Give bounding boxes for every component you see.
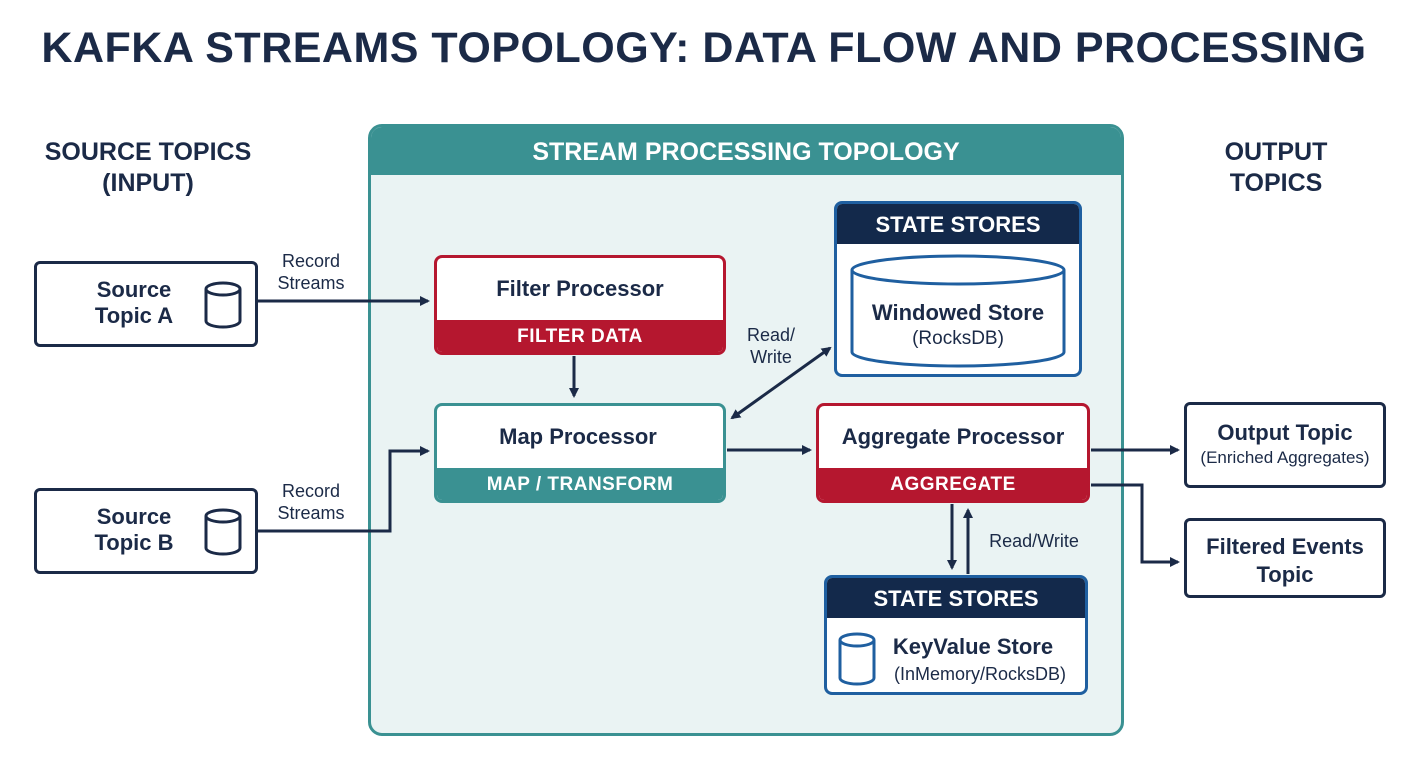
read-write-window-line2: Write bbox=[750, 347, 792, 367]
diagram-title: KAFKA STREAMS TOPOLOGY: DATA FLOW AND PR… bbox=[41, 24, 1367, 72]
record-streams-a-line1: Record bbox=[281, 251, 341, 271]
source-topic-a[interactable]: Source Topic A bbox=[34, 261, 258, 347]
database-cylinder-icon bbox=[838, 632, 876, 686]
source-topic-b[interactable]: Source Topic B bbox=[34, 488, 258, 574]
keyvalue-store-name: KeyValue Store bbox=[892, 634, 1054, 659]
output-topic-name: Output Topic bbox=[1217, 420, 1353, 445]
filter-processor-band: FILTER DATA bbox=[437, 320, 723, 352]
source-topic-a-label: Source Topic A bbox=[69, 277, 199, 329]
database-cylinder-icon bbox=[204, 281, 242, 329]
windowed-state-store[interactable]: STATE STORES Windowed Store (RocksDB) bbox=[834, 201, 1082, 377]
map-processor-name: Map Processor bbox=[499, 424, 657, 449]
read-write-label-windowed: Read/ Write bbox=[734, 324, 808, 368]
filtered-events-topic[interactable]: Filtered Events Topic bbox=[1184, 518, 1386, 598]
source-topic-b-line2: Topic B bbox=[94, 530, 174, 555]
keyvalue-store-header: STATE STORES bbox=[827, 578, 1085, 618]
source-topics-heading: SOURCE TOPICS (INPUT) bbox=[20, 137, 276, 199]
keyvalue-state-store[interactable]: STATE STORES KeyValue Store (InMemory/Ro… bbox=[824, 575, 1088, 695]
database-cylinder-icon bbox=[204, 508, 242, 556]
read-write-window-line1: Read/ bbox=[746, 325, 796, 345]
output-topics-heading-line1: OUTPUT bbox=[1224, 138, 1328, 166]
filter-processor[interactable]: Filter Processor FILTER DATA bbox=[434, 255, 726, 355]
map-processor[interactable]: Map Processor MAP / TRANSFORM bbox=[434, 403, 726, 503]
windowed-store-header: STATE STORES bbox=[837, 204, 1079, 244]
keyvalue-store-engine: (InMemory/RocksDB) bbox=[893, 664, 1067, 684]
aggregate-processor-band: AGGREGATE bbox=[819, 468, 1087, 500]
output-topics-heading-line2: TOPICS bbox=[1229, 169, 1323, 197]
aggregate-processor[interactable]: Aggregate Processor AGGREGATE bbox=[816, 403, 1090, 503]
database-cylinder-icon bbox=[850, 254, 1066, 368]
windowed-store-name: Windowed Store bbox=[871, 300, 1045, 325]
record-streams-b-line2: Streams bbox=[277, 503, 345, 523]
output-topics-heading: OUTPUT TOPICS bbox=[1160, 137, 1392, 199]
record-streams-b-line1: Record bbox=[281, 481, 341, 501]
filter-processor-name: Filter Processor bbox=[496, 276, 664, 301]
source-topic-a-line2: Topic A bbox=[94, 303, 174, 328]
output-topic-subtitle: (Enriched Aggregates) bbox=[1200, 448, 1370, 467]
source-topic-b-line1: Source bbox=[96, 504, 172, 529]
output-topic-enriched[interactable]: Output Topic (Enriched Aggregates) bbox=[1184, 402, 1386, 488]
aggregate-processor-name: Aggregate Processor bbox=[841, 424, 1065, 449]
panel-title: STREAM PROCESSING TOPOLOGY bbox=[371, 127, 1121, 175]
record-streams-a-line2: Streams bbox=[277, 273, 345, 293]
source-topic-a-line1: Source bbox=[96, 277, 172, 302]
map-processor-band: MAP / TRANSFORM bbox=[437, 468, 723, 500]
source-topics-heading-line2: (INPUT) bbox=[102, 169, 194, 197]
windowed-store-engine: (RocksDB) bbox=[912, 328, 1004, 349]
record-streams-label-a: Record Streams bbox=[266, 250, 356, 294]
filtered-events-line2: Topic bbox=[1256, 562, 1314, 587]
filtered-events-line1: Filtered Events bbox=[1206, 534, 1364, 559]
source-topics-heading-line1: SOURCE TOPICS bbox=[44, 138, 252, 166]
read-write-label-keyvalue: Read/Write bbox=[989, 531, 1079, 551]
record-streams-label-b: Record Streams bbox=[266, 480, 356, 524]
source-topic-b-label: Source Topic B bbox=[69, 504, 199, 556]
